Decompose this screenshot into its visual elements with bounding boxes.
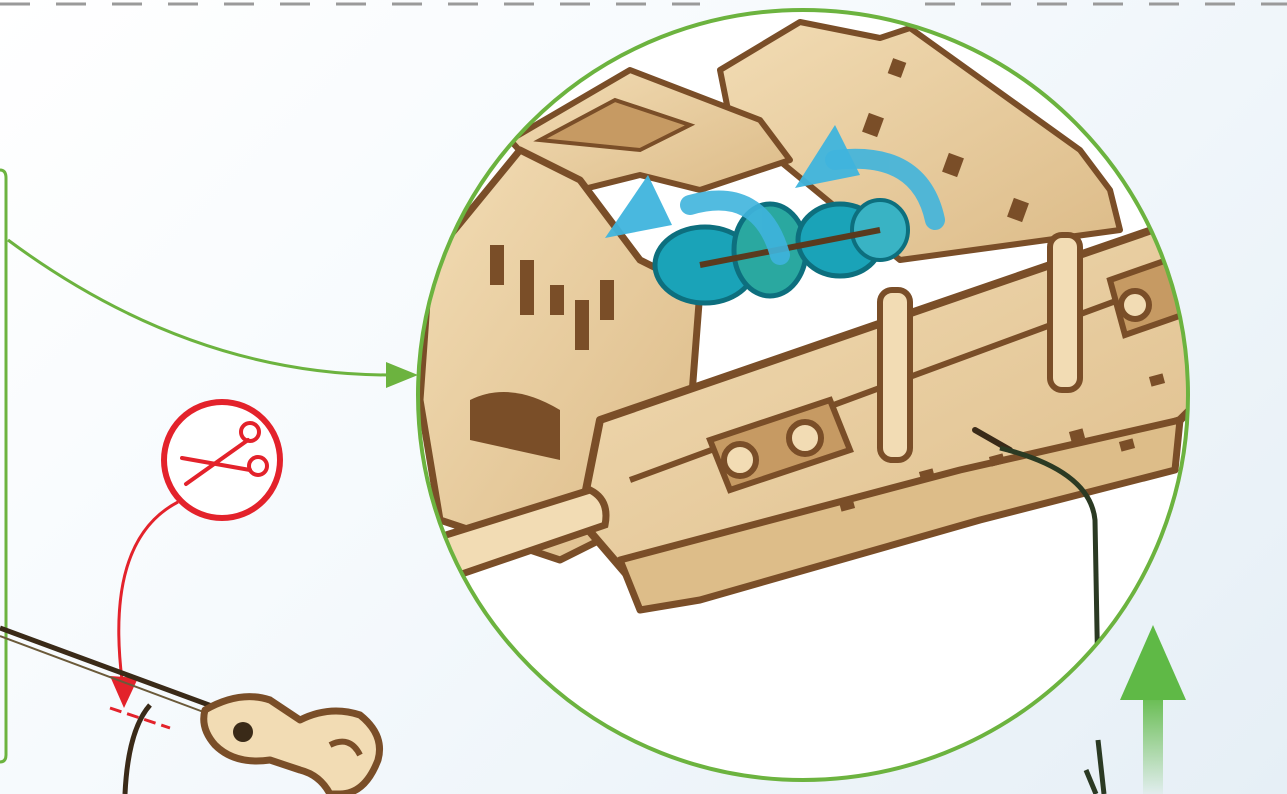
cord-with-part	[0, 628, 380, 794]
left-panel-border	[0, 170, 6, 762]
scissors-icon	[164, 402, 280, 518]
pointer-arrow	[8, 240, 418, 388]
up-arrow-icon	[1120, 625, 1186, 794]
cut-arrow	[110, 502, 178, 728]
cord-lower	[1086, 740, 1104, 794]
